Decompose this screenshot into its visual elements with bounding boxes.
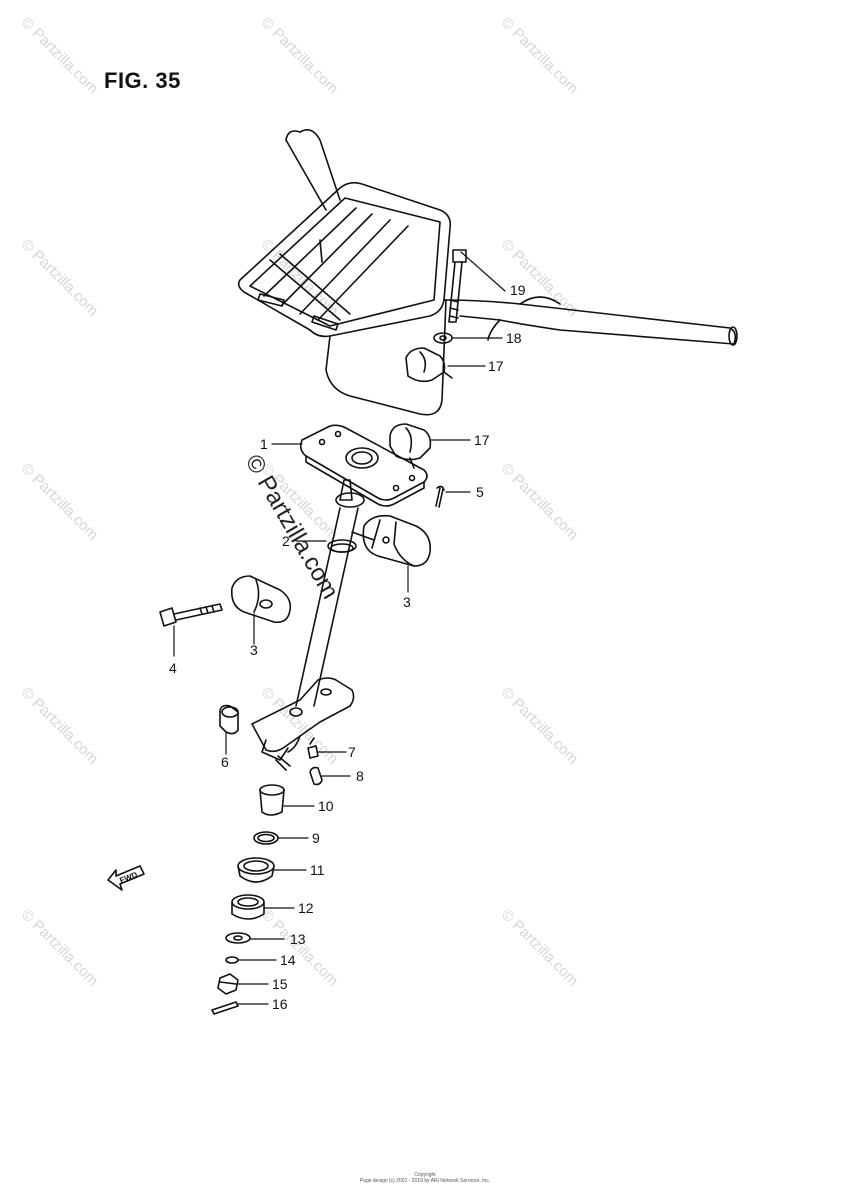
steering-stem-head	[299, 424, 428, 507]
o-ring	[253, 831, 279, 845]
callout-3-right: 3	[403, 594, 411, 610]
washer-14	[225, 956, 239, 964]
front-rack	[237, 129, 452, 416]
handlebar-holder-upper	[405, 347, 453, 383]
handlebar-clamp-bolt	[448, 249, 467, 323]
split-pin	[211, 1001, 239, 1015]
callout-9: 9	[312, 830, 320, 846]
callout-1: 1	[260, 436, 268, 452]
callout-19: 19	[510, 282, 526, 298]
callout-15: 15	[272, 976, 288, 992]
bearing-11	[237, 857, 275, 883]
leader-lines	[173, 251, 506, 1005]
fwd-arrow-icon: FWD	[107, 865, 145, 891]
callout-13: 13	[290, 931, 306, 947]
callout-2: 2	[282, 533, 290, 549]
page-footer: Copyright Page design (c) 2001 - 2019 by…	[330, 1172, 520, 1184]
callout-7: 7	[348, 744, 356, 760]
footer-copyright: Copyright	[414, 1172, 436, 1178]
shaft-holder-right	[351, 514, 432, 567]
handlebar	[443, 296, 738, 346]
castle-nut	[217, 973, 239, 995]
callout-17-lower: 17	[474, 432, 490, 448]
callout-12: 12	[298, 900, 314, 916]
grease-nipple	[307, 737, 319, 759]
grease-cap	[309, 766, 323, 786]
callout-14: 14	[280, 952, 296, 968]
holder-bolt	[159, 603, 223, 627]
callout-3-left: 3	[250, 642, 258, 658]
washer-13	[225, 932, 251, 944]
callout-8: 8	[356, 768, 364, 784]
callout-11: 11	[310, 862, 325, 878]
bushing-collar	[259, 784, 285, 816]
bearing-12	[231, 894, 265, 920]
callout-18: 18	[506, 330, 522, 346]
bushing-6	[219, 704, 239, 735]
callout-17-upper: 17	[488, 358, 504, 374]
callout-4: 4	[169, 660, 177, 676]
washer-18	[433, 332, 453, 344]
figure-title: FIG. 35	[104, 68, 181, 93]
handlebar-holder-lower	[389, 423, 432, 469]
callout-16: 16	[272, 996, 288, 1012]
fwd-text: FWD	[118, 870, 138, 885]
footer-design-credit: Page design (c) 2001 - 2019 by ARI Netwo…	[359, 1178, 491, 1184]
shaft-holder-left	[230, 575, 292, 624]
callout-6: 6	[221, 754, 229, 770]
steering-shaft	[295, 479, 365, 707]
lower-shaft-mount	[251, 677, 355, 771]
cotter-pin	[435, 485, 445, 508]
callout-10: 10	[318, 798, 334, 814]
callout-5: 5	[476, 484, 484, 500]
